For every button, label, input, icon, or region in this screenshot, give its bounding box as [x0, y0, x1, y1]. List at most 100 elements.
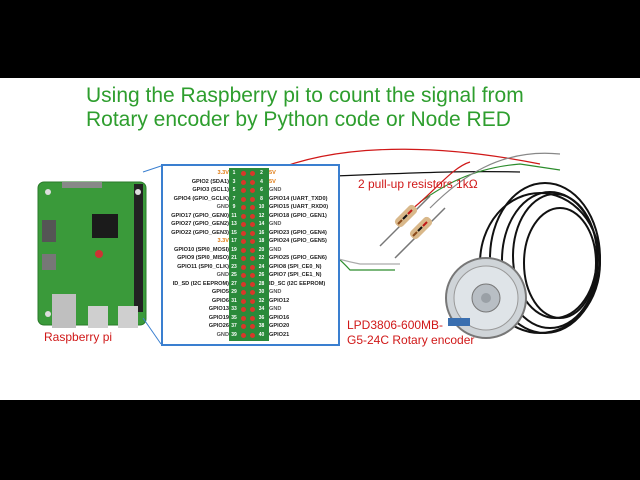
pin-dot-odd — [241, 332, 246, 338]
diagram-title: Using the Raspberry pi to count the sign… — [86, 84, 626, 132]
pin-number-odd: 23 — [231, 263, 237, 270]
pin-dot-odd — [241, 298, 246, 304]
pin-left-label: 3.3V — [217, 170, 229, 176]
pin-dot-odd — [241, 247, 246, 253]
pin-number-odd: 1 — [232, 170, 236, 176]
pin-left-label: GPIO4 (GPIO_GCLK) — [173, 195, 229, 202]
pin-number-odd: 27 — [231, 280, 237, 287]
pin-number-odd: 15 — [231, 229, 237, 236]
encoder-label-line-2: G5-24C Rotary encoder — [347, 333, 475, 347]
pin-right-label: GPIO20 — [269, 323, 290, 329]
pin-number-even: 12 — [258, 212, 265, 219]
ethernet-port — [52, 294, 76, 328]
pin-dot-even — [250, 307, 255, 312]
pin-left-label: 3.3V — [217, 238, 229, 244]
pin-right-label: GPIO18 (GPIO_GEN1) — [269, 212, 327, 219]
pin-dot-odd — [241, 171, 246, 176]
pin-dot-odd — [241, 205, 246, 210]
pin-dot-odd — [241, 188, 246, 193]
pin-left-label: GPIO22 (GPIO_GEN3) — [171, 229, 229, 236]
pin-number-even: 32 — [258, 297, 265, 304]
pin-dot-odd — [241, 307, 246, 312]
pin-right-label: GPIO12 — [269, 297, 290, 304]
pin-right-label: GPIO24 (GPIO_GEN5) — [269, 238, 327, 244]
pin-number-odd: 39 — [231, 331, 237, 338]
pin-left-label: GPIO6 — [211, 297, 229, 304]
usb-port-1 — [88, 306, 108, 328]
resistors-label: 2 pull-up resistors 1kΩ — [358, 177, 478, 191]
pin-dot-odd — [241, 230, 246, 236]
pin-number-odd: 35 — [231, 314, 237, 321]
pin-dot-even — [250, 239, 255, 244]
pin-left-label: GPIO2 (SDA1) — [191, 178, 229, 185]
pin-dot-odd — [241, 256, 246, 261]
pin-right-label: GND — [269, 306, 282, 312]
pin-number-odd: 11 — [231, 212, 237, 219]
pin-dot-even — [250, 264, 255, 270]
pin-dot-even — [250, 205, 255, 210]
pin-left-label: GPIO11 (SPI0_CLK) — [177, 263, 229, 270]
pin-number-even: 2 — [260, 170, 263, 176]
encoder-label: LPD3806-600MB- G5-24C Rotary encoder — [347, 318, 474, 348]
pin-right-label: GPIO15 (UART_RXD0) — [269, 204, 329, 210]
pin-number-even: 16 — [258, 229, 265, 236]
pin-dot-even — [250, 315, 255, 321]
pin-dot-even — [250, 256, 255, 261]
pin-right-label: 5V — [269, 170, 276, 176]
pin-dot-even — [250, 290, 255, 295]
pin-dot-odd — [241, 324, 246, 329]
pin-left-label: GND — [216, 272, 229, 278]
pin-number-even: 22 — [258, 255, 265, 261]
pin-dot-odd — [241, 239, 246, 244]
pin-dot-even — [250, 230, 255, 236]
raspberry-pi-label: Raspberry pi — [44, 330, 113, 344]
title-line-1: Using the Raspberry pi to count the sign… — [86, 84, 524, 107]
pin-left-label: GPIO17 (GPIO_GEN0) — [171, 212, 229, 219]
pin-number-even: 36 — [258, 314, 265, 321]
pin-dot-even — [250, 171, 255, 176]
pin-number-even: 18 — [258, 238, 265, 244]
pin-dot-even — [250, 179, 255, 185]
pin-right-label: GND — [269, 289, 282, 295]
pin-number-odd: 37 — [231, 323, 237, 329]
raspberry-pi-board — [37, 181, 147, 328]
pin-number-odd: 19 — [231, 246, 237, 253]
pin-number-even: 40 — [258, 331, 265, 338]
diagram-drawing — [37, 148, 601, 345]
pin-number-even: 30 — [258, 289, 265, 295]
pin-number-odd: 3 — [232, 178, 236, 185]
pin-dot-odd — [241, 273, 246, 278]
pin-left-label: GPIO5 — [211, 289, 229, 295]
pin-number-odd: 5 — [232, 187, 236, 193]
pin-dot-odd — [241, 281, 246, 287]
resistor-2 — [394, 207, 446, 259]
pin-number-even: 34 — [258, 306, 265, 312]
wire-white-encoder — [429, 152, 561, 209]
pin-left-label: GND — [216, 331, 229, 338]
pin-dot-even — [250, 222, 255, 227]
pin-number-even: 28 — [258, 280, 265, 287]
diagram-canvas: Using the Raspberry pi to count the sign… — [0, 78, 640, 400]
pin-number-even: 4 — [260, 178, 263, 185]
pin-number-odd: 25 — [231, 272, 237, 278]
pin-row: GPIO17 (GPIO_GEN0)11 12 GPIO18 (GPIO_GEN1) — [163, 213, 338, 220]
pin-number-even: 6 — [260, 187, 263, 193]
pin-right-label: GPIO25 (GPIO_GEN6) — [269, 255, 327, 261]
pin-number-even: 8 — [260, 195, 263, 202]
pin-dot-odd — [241, 290, 246, 295]
pin-left-label: GND — [216, 204, 229, 210]
